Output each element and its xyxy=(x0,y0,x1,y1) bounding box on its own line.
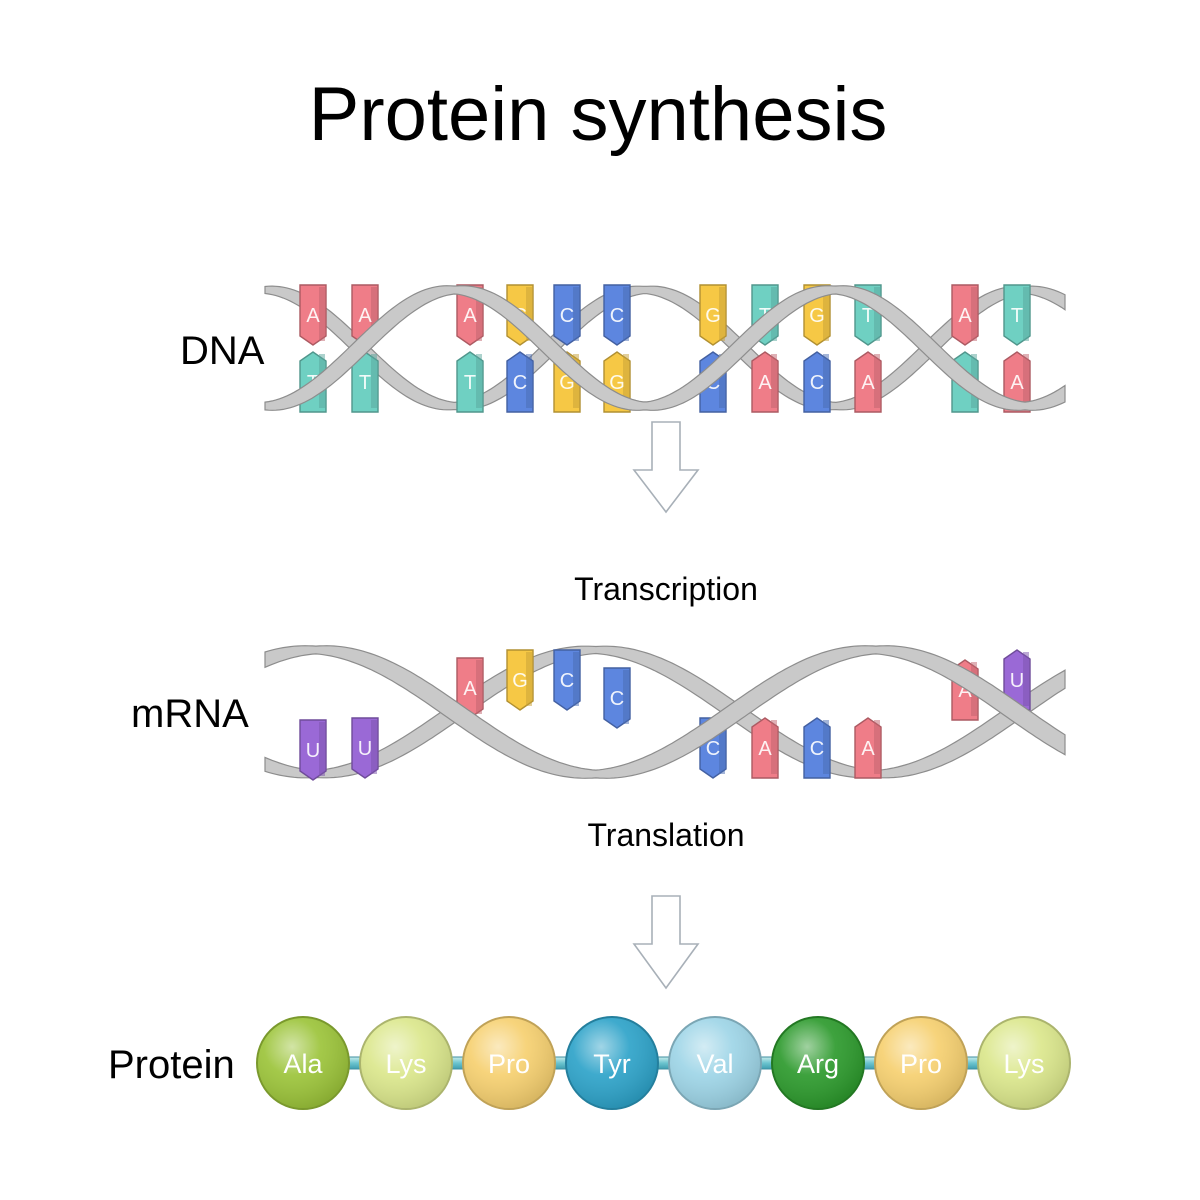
mrna-base-1-letter: U xyxy=(306,740,320,762)
dna-bottom-base-2: T xyxy=(351,351,379,413)
dna-top-base-2-letter: A xyxy=(358,305,372,327)
dna-top-base-7: G xyxy=(699,284,727,346)
mrna-base-10: A xyxy=(854,717,882,779)
mrna-base-3: A xyxy=(456,657,484,719)
dna-bottom-base-3: T xyxy=(456,351,484,413)
transcription-arrow-icon xyxy=(632,421,700,514)
amino-acid-7: Pro xyxy=(874,1016,968,1110)
transcription-label: Transcription xyxy=(574,571,758,607)
dna-top-base-6: C xyxy=(603,284,631,346)
amino-acid-label: Tyr xyxy=(593,1049,631,1079)
dna-top-base-5: C xyxy=(553,284,581,346)
protein-chain: Ala Lys Pro Tyr Val Arg Pro Lys xyxy=(256,1016,1071,1110)
amino-acid-label: Pro xyxy=(488,1049,530,1079)
mrna-base-8-letter: A xyxy=(758,738,772,760)
mrna-base-9: C xyxy=(803,717,831,779)
amino-acid-3: Pro xyxy=(462,1016,556,1110)
amino-acid-5: Val xyxy=(668,1016,762,1110)
dna-top-base-6-letter: C xyxy=(610,305,624,327)
mrna-label: mRNA xyxy=(131,692,249,736)
dna-bottom-base-2-letter: T xyxy=(359,372,371,394)
dna-bottom-base-12-letter: A xyxy=(1010,372,1024,394)
amino-acid-label: Lys xyxy=(385,1049,426,1079)
dna-label: DNA xyxy=(180,329,265,373)
mrna-base-12: U xyxy=(1003,649,1031,711)
mrna-base-8: A xyxy=(751,717,779,779)
amino-acid-label: Ala xyxy=(283,1049,323,1079)
mrna-base-12-letter: U xyxy=(1010,670,1024,692)
amino-acid-label: Val xyxy=(696,1049,733,1079)
amino-acid-2: Lys xyxy=(359,1016,453,1110)
amino-acid-label: Arg xyxy=(797,1049,839,1079)
dna-bottom-base-10-letter: A xyxy=(861,372,875,394)
dna-top-base-12: T xyxy=(1003,284,1031,346)
mrna-base-5-letter: C xyxy=(560,670,574,692)
mrna-base-6-letter: C xyxy=(610,688,624,710)
translation-arrow-icon xyxy=(632,895,700,990)
amino-acid-label: Pro xyxy=(900,1049,942,1079)
dna-bottom-base-12: A xyxy=(1003,351,1031,413)
amino-acid-1: Ala xyxy=(256,1016,350,1110)
dna-bottom-base-9: C xyxy=(803,351,831,413)
dna-top-base-11-letter: A xyxy=(958,305,972,327)
amino-acid-4: Tyr xyxy=(565,1016,659,1110)
dna-top-base-3-letter: A xyxy=(463,305,477,327)
amino-acid-6: Arg xyxy=(771,1016,865,1110)
dna-base-pairs: ATATATGCCGCGGCTAGCTAATTA xyxy=(299,284,1031,413)
mrna-base-7-letter: C xyxy=(706,738,720,760)
translation-arrow xyxy=(632,895,700,990)
mrna-base-4-letter: G xyxy=(512,670,528,692)
dna-top-base-9-letter: G xyxy=(809,305,825,327)
dna-bottom-base-4-letter: C xyxy=(513,372,527,394)
dna-top-base-1-letter: A xyxy=(306,305,320,327)
dna-top-base-10-letter: T xyxy=(862,305,874,327)
dna-backbone-back xyxy=(264,285,1066,411)
amino-acid-8: Lys xyxy=(977,1016,1071,1110)
mrna-base-10-letter: A xyxy=(861,738,875,760)
mrna-base-4: G xyxy=(506,649,534,711)
dna-top-base-11: A xyxy=(951,284,979,346)
mrna-base-2: U xyxy=(351,717,379,779)
dna-bottom-base-4: C xyxy=(506,351,534,413)
dna-backbone-front xyxy=(264,285,1066,411)
dna-top-base-7-letter: G xyxy=(705,305,721,327)
dna-bottom-base-6-letter: G xyxy=(609,372,625,394)
mrna-base-3-letter: A xyxy=(463,678,477,700)
dna-bottom-base-8-letter: A xyxy=(758,372,772,394)
mrna-base-5: C xyxy=(553,649,581,711)
mrna-base-6: C xyxy=(603,667,631,729)
transcription-arrow xyxy=(632,421,700,514)
dna-bottom-base-9-letter: C xyxy=(810,372,824,394)
amino-acid-label: Lys xyxy=(1003,1049,1044,1079)
mrna-base-9-letter: C xyxy=(810,738,824,760)
dna-top-base-12-letter: T xyxy=(1011,305,1023,327)
dna-top-base-5-letter: C xyxy=(560,305,574,327)
dna-top-base-1: A xyxy=(299,284,327,346)
mrna-base-1: U xyxy=(299,719,327,781)
protein-label: Protein xyxy=(108,1043,235,1087)
dna-bottom-base-10: A xyxy=(854,351,882,413)
dna-bottom-base-8: A xyxy=(751,351,779,413)
page-title: Protein synthesis xyxy=(309,72,888,157)
dna-bottom-base-3-letter: T xyxy=(464,372,476,394)
mrna-base-2-letter: U xyxy=(358,738,372,760)
mrna-backbone-front xyxy=(264,645,1066,779)
translation-label: Translation xyxy=(587,817,744,853)
